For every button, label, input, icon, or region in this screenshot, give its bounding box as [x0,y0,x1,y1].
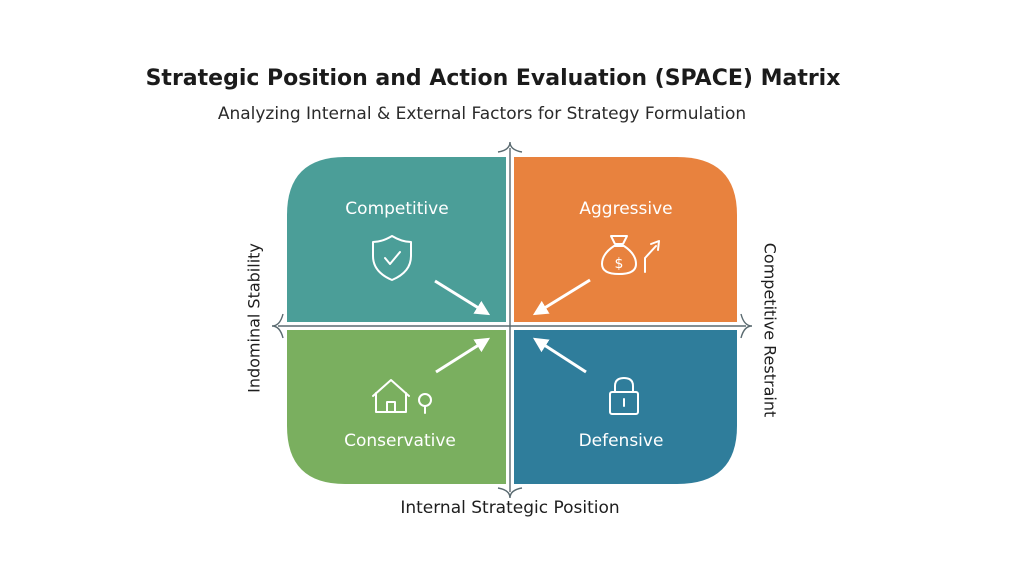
diagram-subtitle: Analyzing Internal & External Factors fo… [217,104,747,124]
diagram-title: Strategic Position and Action Evaluation… [145,66,841,91]
padlock-icon [609,377,639,415]
axis-label-right: Competitive Restraint [760,242,780,418]
direction-arrows [434,278,591,374]
arrow-defensive-to-center [532,337,587,374]
quadrant-conservative [287,330,506,484]
quadrant-label-defensive: Defensive [579,431,664,451]
money-bag-growth-icon [601,235,660,275]
house-tree-icon [372,379,432,414]
quadrant-label-aggressive: Aggressive [579,199,672,219]
arrow-competitive-to-center [434,279,491,316]
axis-label-left: Indominal Stability [244,243,264,393]
axis-lines [271,141,753,499]
quadrant-label-conservative: Conservative [344,431,456,451]
arrow-aggressive-to-center [532,278,591,316]
axis-label-bottom: Internal Strategic Position [400,498,620,518]
quadrant-defensive [514,330,737,484]
shield-check-icon [372,235,412,281]
quadrant-label-competitive: Competitive [345,199,448,219]
arrow-conservative-to-center [435,337,491,374]
dollar-sign-icon: $ [615,256,624,272]
